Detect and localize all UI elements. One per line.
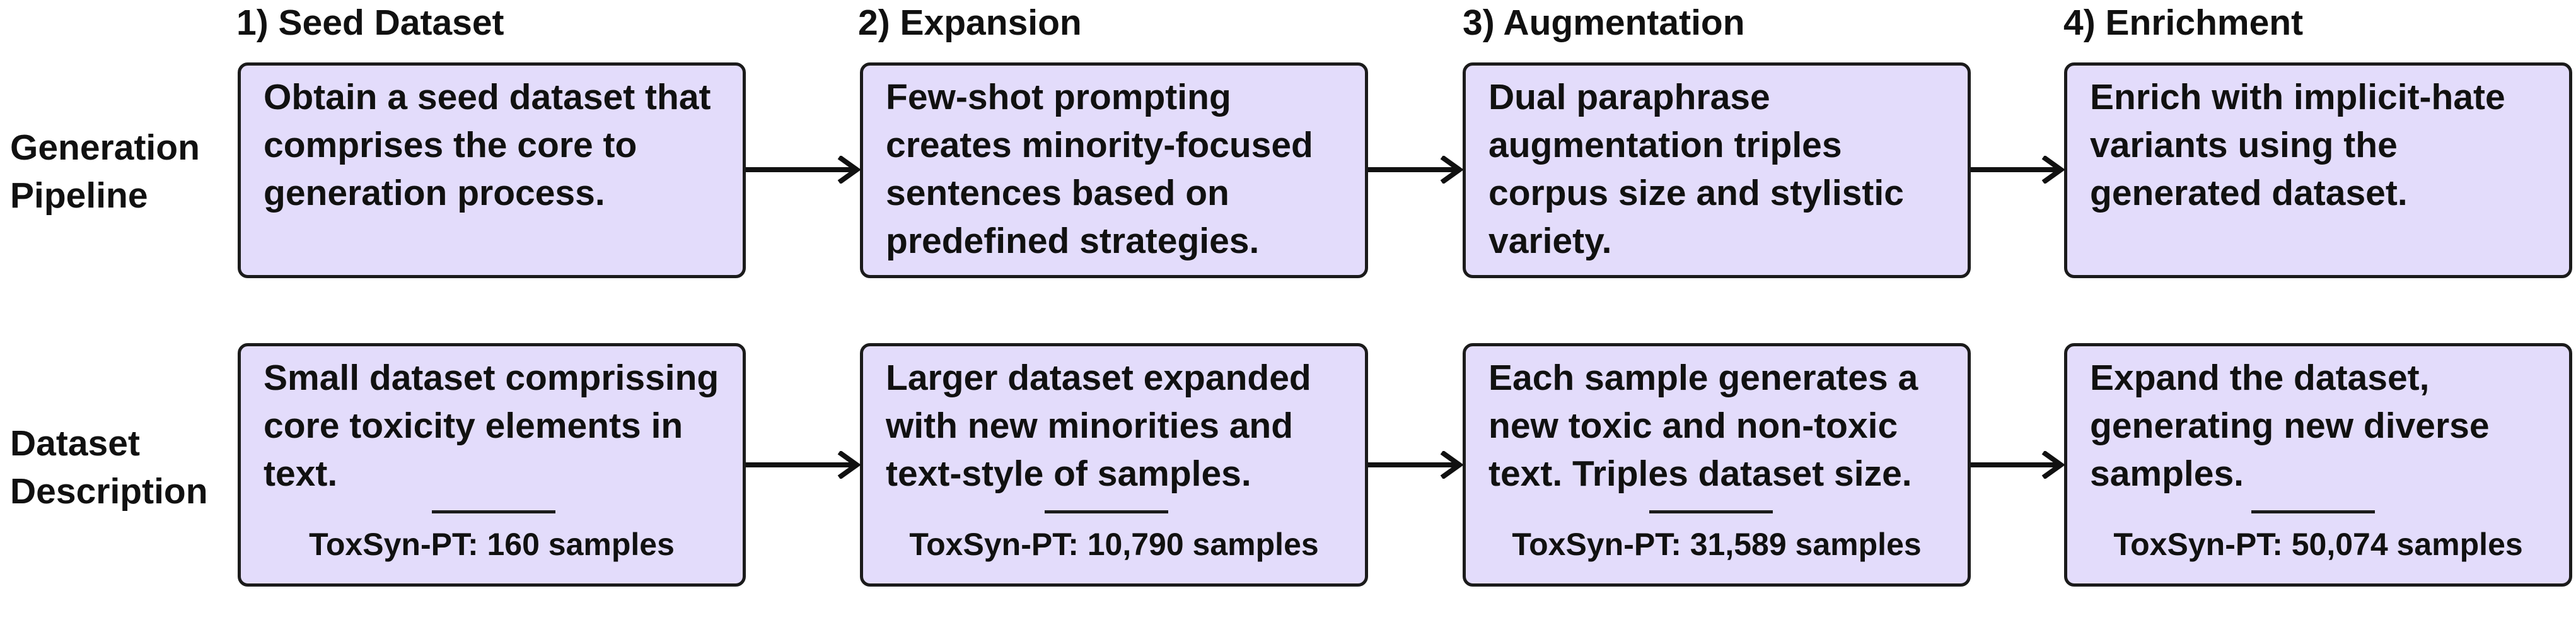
divider [1649, 510, 1773, 513]
divider [2251, 510, 2375, 513]
pipeline-box-text: Few-shot prompting creates minority-focu… [886, 77, 1313, 261]
description-box-text: Small dataset comprissing core toxicity … [264, 358, 719, 494]
description-box-expansion: Larger dataset expanded with new minorit… [860, 343, 1368, 587]
pipeline-box-text: Enrich with implicit-hate variants using… [2090, 77, 2505, 213]
arrow-right-icon [1971, 451, 2065, 479]
arrow-right-icon [746, 451, 861, 479]
pipeline-box-seed: Obtain a seed dataset that comprises the… [238, 62, 746, 278]
stage-title-enrichment: 4) Enrichment [2063, 3, 2304, 43]
row-label-generation-pipeline: Generation Pipeline [10, 127, 200, 216]
sample-count: ToxSyn-PT: 50,074 samples [2113, 527, 2523, 562]
description-box-text: Larger dataset expanded with new minorit… [886, 358, 1311, 494]
description-box-seed: Small dataset comprissing core toxicity … [238, 343, 746, 587]
sample-count: ToxSyn-PT: 31,589 samples [1512, 527, 1922, 562]
description-box-text: Expand the dataset, generating new diver… [2090, 358, 2490, 494]
pipeline-box-augmentation: Dual paraphrase augmentation triples cor… [1463, 62, 1971, 278]
pipeline-box-expansion: Few-shot prompting creates minority-focu… [860, 62, 1368, 278]
divider [432, 510, 555, 513]
stage-title-augmentation: 3) Augmentation [1463, 3, 1745, 43]
sample-count: ToxSyn-PT: 10,790 samples [909, 527, 1319, 562]
description-box-enrichment: Expand the dataset, generating new diver… [2064, 343, 2572, 587]
arrow-right-icon [1368, 451, 1464, 479]
pipeline-box-text: Obtain a seed dataset that comprises the… [264, 77, 711, 213]
row-label-dataset-description: Dataset Description [10, 423, 208, 512]
arrow-right-icon [746, 156, 861, 184]
pipeline-box-enrichment: Enrich with implicit-hate variants using… [2064, 62, 2572, 278]
description-box-text: Each sample generates a new toxic and no… [1488, 358, 1918, 494]
sample-count: ToxSyn-PT: 160 samples [309, 527, 675, 562]
arrow-right-icon [1971, 156, 2065, 184]
arrow-right-icon [1368, 156, 1464, 184]
divider [1045, 510, 1168, 513]
description-box-augmentation: Each sample generates a new toxic and no… [1463, 343, 1971, 587]
stage-title-expansion: 2) Expansion [858, 3, 1082, 43]
stage-title-seed-dataset: 1) Seed Dataset [236, 3, 504, 43]
pipeline-box-text: Dual paraphrase augmentation triples cor… [1488, 77, 1904, 261]
